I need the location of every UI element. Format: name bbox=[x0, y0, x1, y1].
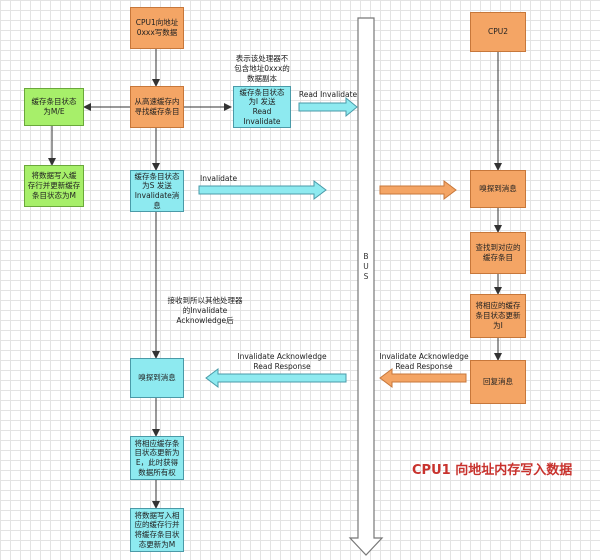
write-update-m-box: 将数据写入缓 存行并更新缓存 条目状态为M bbox=[24, 165, 84, 207]
state-s-box: 缓存条目状态 为S 发送 Invalidate消 息 bbox=[130, 170, 184, 212]
bus-letter: S bbox=[363, 272, 369, 282]
cpu1-box: CPU1向地址 0xxx写数据 bbox=[130, 7, 184, 49]
cpu2-snoop-box: 嗅探到消息 bbox=[470, 170, 526, 208]
block-arrow-ack-to-cpu1 bbox=[205, 368, 347, 388]
block-arrow-invalidate bbox=[198, 180, 327, 200]
invalidate-label: Invalidate bbox=[200, 174, 238, 183]
no-copy-note: 表示该处理器不 包含地址0xxx的 数据副本 bbox=[234, 54, 290, 83]
block-arrow-bus-to-cpu2 bbox=[379, 180, 457, 200]
cpu1-snoop-box: 嗅探到消息 bbox=[130, 358, 184, 398]
bus-arrow bbox=[348, 17, 384, 556]
block-arrow-ack-from-cpu2 bbox=[379, 368, 467, 388]
write-update-m2-box: 将数据写入相 应的缓存行并 将缓存条目状 态更新为M bbox=[130, 508, 184, 552]
reply-box: 回复消息 bbox=[470, 360, 526, 404]
ack-read-right-label: Invalidate Acknowledge Read Response bbox=[379, 352, 469, 371]
read-invalidate-label: Read Invalidate bbox=[298, 90, 358, 99]
state-me-box: 缓存条目状态 为M/E bbox=[24, 88, 84, 126]
received-ack-label: 接收到所以其他处理器 的Invalidate Acknowledge后 bbox=[167, 296, 243, 325]
bus-label: B U S bbox=[361, 252, 371, 282]
update-i-box: 将相应的缓存 条目状态更新 为I bbox=[470, 294, 526, 338]
update-e-box: 将相应缓存条 目状态更新为 E，此时获得 数据所有权 bbox=[130, 436, 184, 480]
cpu2-box: CPU2 bbox=[470, 12, 526, 52]
block-arrow-read-invalidate bbox=[298, 96, 358, 118]
state-i-box: 缓存条目状态 为I 发送 Read Invalidate bbox=[233, 86, 291, 128]
find-entry-box: 从高速缓存内 寻找缓存条目 bbox=[130, 86, 184, 128]
find-entry2-box: 查找到对应的 缓存条目 bbox=[470, 232, 526, 274]
diagram-title: CPU1 向地址内存写入数据 bbox=[412, 463, 573, 478]
bus-letter: B bbox=[363, 252, 369, 261]
bus-letter: U bbox=[363, 262, 369, 272]
ack-read-left-label: Invalidate Acknowledge Read Response bbox=[237, 352, 327, 371]
